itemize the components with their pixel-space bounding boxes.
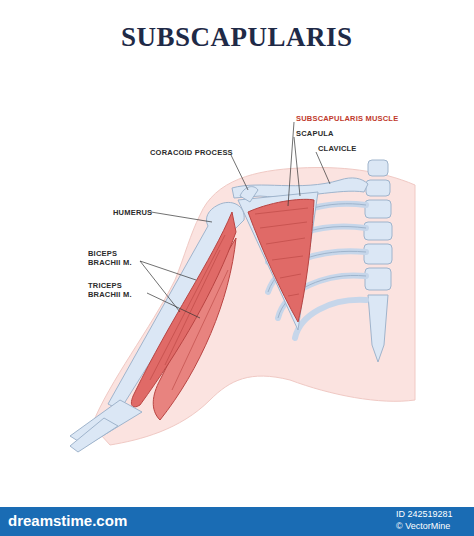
part-label: TRICEPS BRACHII M. xyxy=(88,281,142,300)
part-label: CORACOID PROCESS xyxy=(150,148,233,157)
part-label: SUBSCAPULARIS MUSCLE xyxy=(296,114,398,123)
part-label: CLAVICLE xyxy=(318,144,357,153)
watermark: © VectorMine xyxy=(396,521,450,531)
part-label: BICEPS BRACHII M. xyxy=(88,249,142,268)
watermark: ID 242519281 xyxy=(396,509,453,519)
watermark: dreamstime.com xyxy=(8,512,127,529)
part-label: HUMERUS xyxy=(113,208,152,217)
part-label: SCAPULA xyxy=(296,129,334,138)
diagram-title: SUBSCAPULARIS xyxy=(121,22,353,53)
